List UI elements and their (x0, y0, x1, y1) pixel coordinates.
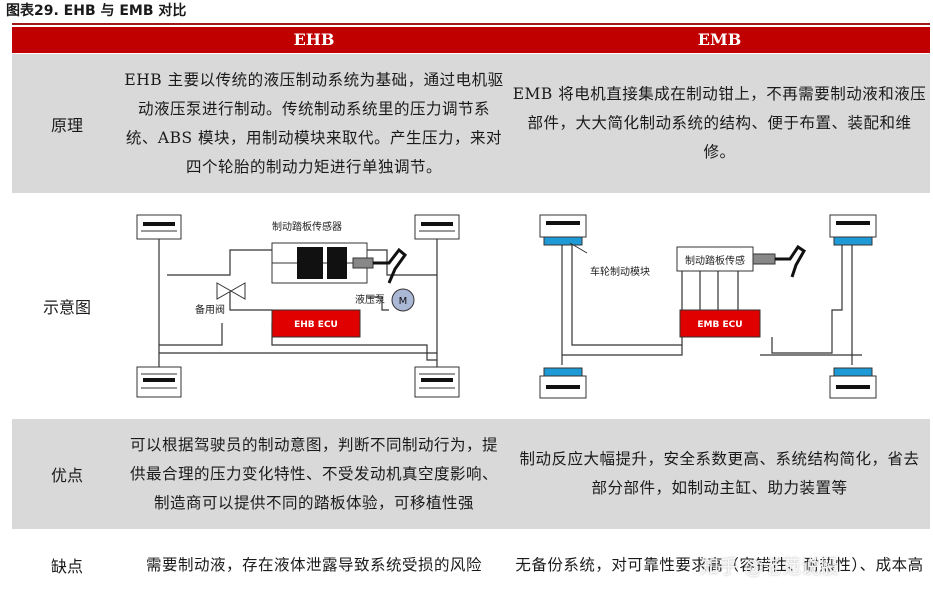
row-disadvantage: 缺点 需要制动液，存在液体泄露导致系统受损的风险 无备份系统，对可靠性要求高（容… (12, 531, 930, 599)
principle-emb-text: EMB 将电机直接集成在制动钳上，不再需要制动液和液压部件，大大简化制动系统的结… (512, 85, 927, 161)
pedal-icon (775, 244, 806, 278)
emb-wheel-module-label: 车轮制动模块 (590, 265, 650, 278)
motor-icon (391, 288, 415, 312)
wheel-module-block (833, 367, 873, 377)
principle-ehb-text: EHB 主要以传统的液压制动系统为基础，通过电机驱动液压泵进行制动。传统制动系统… (124, 70, 504, 176)
wheel-icon (539, 214, 587, 246)
ehb-diagram: 制动踏板传感器 备用阀 EHB ECU 液压泵 M (136, 214, 460, 398)
row-label-principle: 原理 (50, 115, 83, 135)
emb-diagram: 车轮制动模块 制动踏板传感 EMB ECU (539, 214, 877, 399)
row-diagram: 示意图 (12, 195, 930, 417)
wheel-icon (136, 366, 182, 398)
watermark: 知乎 @老范说股 (700, 556, 840, 578)
row-label-disadvantage: 缺点 (50, 557, 83, 576)
ehb-ecu-label: EHB ECU (294, 320, 338, 330)
wheel-icon (829, 367, 877, 399)
motor-symbol: M (399, 296, 408, 307)
wheel-icon (414, 366, 460, 398)
emb-ecu-block (679, 309, 761, 338)
wheel-icon (829, 214, 877, 246)
row-principle: 原理 EHB 主要以传统的液压制动系统为基础，通过电机驱动液压泵进行制动。传统制… (12, 54, 930, 193)
ehb-ecu-block (271, 309, 361, 338)
ehb-pedal-sensor-label: 制动踏板传感器 (272, 220, 342, 233)
figure-title: 图表29. EHB 与 EMB 对比 (6, 3, 187, 19)
wheel-module-block (833, 236, 873, 246)
disadvantage-ehb-text: 需要制动液，存在液体泄露导致系统受损的风险 (145, 555, 482, 574)
header-emb: EMB (697, 30, 742, 49)
wheel-module-block (543, 236, 583, 246)
advantage-ehb-text: 可以根据驾驶员的制动意图，判断不同制动行为，提供最合理的压力变化特性、不受发动机… (129, 435, 498, 512)
wheel-icon (539, 367, 587, 399)
ehb-backup-valve-label: 备用阀 (195, 303, 225, 316)
row-advantage: 优点 可以根据驾驶员的制动意图，判断不同制动行为，提供最合理的压力变化特性、不受… (12, 419, 930, 529)
advantage-emb-text: 制动反应大幅提升，安全系数更高、系统结构简化，省去部分部件，如制动主缸、助力装置… (519, 450, 920, 497)
row-label-diagram: 示意图 (42, 298, 91, 317)
wheel-icon (136, 214, 182, 240)
emb-ecu-label: EMB ECU (697, 320, 742, 330)
ehb-pump-label: 液压泵 (355, 293, 385, 306)
wheel-icon (414, 214, 460, 240)
table-header: EHB EMB (12, 27, 930, 53)
wheel-module-block (543, 367, 583, 377)
disadvantage-emb-text: 无备份系统，对可靠性要求高（容错性、耐热性）、成本高 (515, 555, 924, 574)
emb-pedal-sensor-label: 制动踏板传感 (685, 254, 745, 267)
title-rule (12, 23, 930, 25)
row-label-advantage: 优点 (50, 466, 83, 485)
ehb-pedal-sensor-block (271, 242, 408, 284)
emb-pedal-sensor-block (676, 246, 754, 272)
header-ehb: EHB (293, 30, 335, 49)
valve-icon (216, 282, 246, 300)
